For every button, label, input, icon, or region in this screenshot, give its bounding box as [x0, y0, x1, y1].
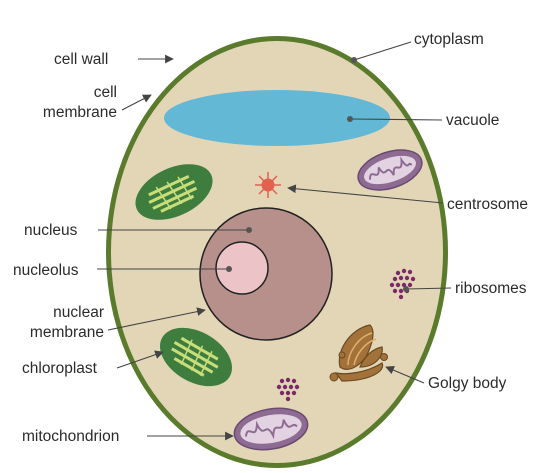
label-cell-membrane-line1: cell — [94, 84, 117, 101]
label-ribosomes: ribosomes — [455, 280, 527, 297]
label-cell-membrane-line2: membrane — [43, 104, 117, 121]
dot-nucleus — [246, 227, 252, 233]
label-golgy-body: Golgy body — [428, 375, 507, 392]
vacuole — [164, 90, 390, 146]
dot-ribosomes — [403, 286, 409, 292]
dot-vacuole — [347, 116, 353, 122]
label-nuclear-membrane-line2: membrane — [30, 324, 104, 341]
label-centrosome: centrosome — [447, 196, 528, 213]
leader-cytoplasm — [354, 42, 411, 60]
label-nuclear-membrane-line1: nuclear — [53, 304, 104, 321]
dot-nucleolus — [226, 266, 232, 272]
label-cell-wall: cell wall — [54, 51, 108, 68]
label-vacuole: vacuole — [446, 112, 499, 129]
label-mitochondrion: mitochondrion — [22, 428, 119, 445]
nucleolus — [216, 242, 268, 294]
label-nucleolus: nucleolus — [13, 262, 79, 279]
dot-cytoplasm — [351, 57, 357, 63]
label-cytoplasm: cytoplasm — [414, 31, 484, 48]
leader-cell-membrane — [122, 95, 151, 110]
label-nucleus: nucleus — [24, 222, 78, 239]
label-chloroplast: chloroplast — [22, 360, 98, 377]
